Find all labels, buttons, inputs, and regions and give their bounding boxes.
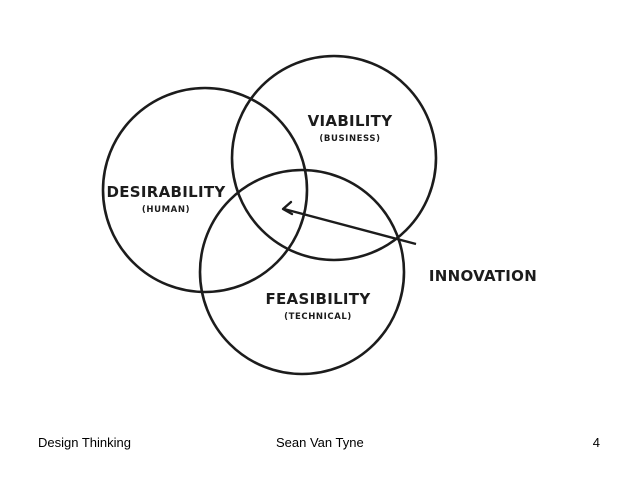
viability-subtitle: (BUSINESS) [319,134,380,144]
desirability-title: DESIRABILITY [106,183,226,201]
feasibility-title: FEASIBILITY [265,290,371,308]
page-number: 4 [592,435,600,450]
feasibility-subtitle: (TECHNICAL) [284,312,352,322]
innovation-label: INNOVATION [429,267,537,285]
feasibility-circle [198,168,406,376]
desirability-circle [101,86,309,294]
innovation-arrow-head [281,200,294,216]
footer-author: Sean Van Tyne [276,435,364,450]
desirability-subtitle: (HUMAN) [142,205,190,215]
viability-circle [230,54,438,262]
viability-title: VIABILITY [308,112,394,130]
innovation-arrow-line [283,207,417,246]
footer-title: Design Thinking [38,435,131,450]
